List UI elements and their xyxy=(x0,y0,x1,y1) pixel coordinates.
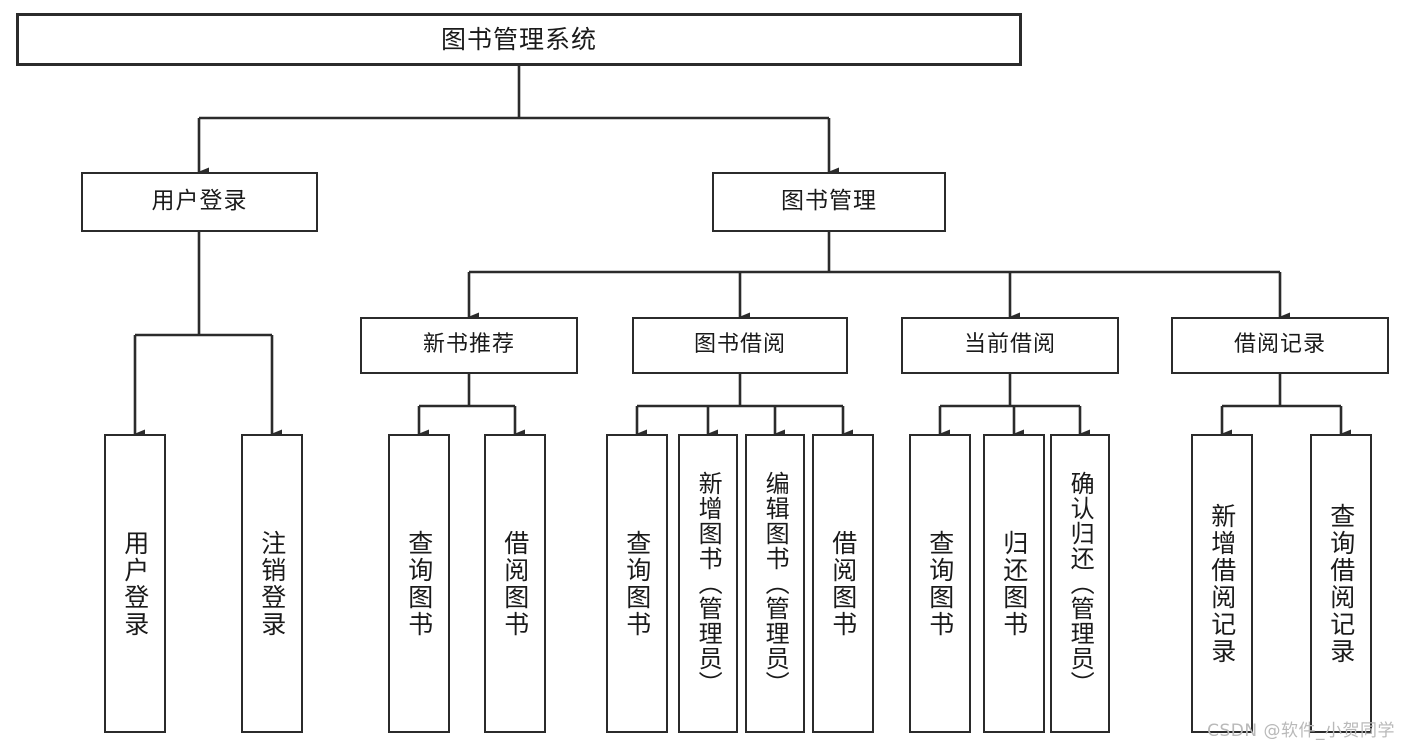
node-label: 新增借阅记录 xyxy=(1207,502,1237,665)
node-root[interactable]: 图书管理系统 xyxy=(16,13,1022,66)
node-label: 注销登录 xyxy=(257,529,287,638)
node-leaf-borrow-book-1[interactable]: 借阅图书 xyxy=(484,434,546,733)
node-leaf-edit-book[interactable]: 编辑图书（管理员） xyxy=(745,434,805,733)
node-label: 新书推荐 xyxy=(422,332,515,358)
node-leaf-logout[interactable]: 注销登录 xyxy=(241,434,303,733)
node-label: 查询图书 xyxy=(404,529,434,638)
node-leaf-confirm-return[interactable]: 确认归还（管理员） xyxy=(1050,434,1110,733)
node-label: 图书管理 xyxy=(781,188,877,215)
node-book-borrow[interactable]: 图书借阅 xyxy=(632,317,848,374)
node-label: 图书管理系统 xyxy=(440,24,597,54)
node-label: 查询借阅记录 xyxy=(1326,502,1356,665)
node-current-borrow[interactable]: 当前借阅 xyxy=(901,317,1119,374)
node-leaf-add-book[interactable]: 新增图书（管理员） xyxy=(678,434,738,733)
node-label: 用户登录 xyxy=(151,188,248,215)
node-leaf-query-book-2[interactable]: 查询图书 xyxy=(606,434,668,733)
node-label: 归还图书 xyxy=(999,529,1029,638)
edge-group xyxy=(133,66,1351,439)
node-leaf-query-book-1[interactable]: 查询图书 xyxy=(388,434,450,733)
node-leaf-add-record[interactable]: 新增借阅记录 xyxy=(1191,434,1253,733)
node-leaf-return-book[interactable]: 归还图书 xyxy=(983,434,1045,733)
node-label: 借阅记录 xyxy=(1233,332,1326,358)
node-leaf-query-book-3[interactable]: 查询图书 xyxy=(909,434,971,733)
watermark-text: CSDN @软件_小贺同学 xyxy=(1207,721,1395,741)
node-label: 用户登录 xyxy=(120,529,150,638)
node-label: 借阅图书 xyxy=(828,529,858,638)
node-borrow-record[interactable]: 借阅记录 xyxy=(1171,317,1389,374)
node-label: 当前借阅 xyxy=(963,332,1056,358)
node-new-book-recommend[interactable]: 新书推荐 xyxy=(360,317,578,374)
node-label: 确认归还（管理员） xyxy=(1066,471,1095,696)
node-label: 查询图书 xyxy=(622,529,652,638)
node-leaf-user-login[interactable]: 用户登录 xyxy=(104,434,166,733)
node-label: 新增图书（管理员） xyxy=(694,471,723,696)
node-book-manage[interactable]: 图书管理 xyxy=(712,172,946,232)
node-label: 借阅图书 xyxy=(500,529,530,638)
node-label: 查询图书 xyxy=(925,529,955,638)
node-label: 编辑图书（管理员） xyxy=(761,471,790,696)
node-leaf-query-record[interactable]: 查询借阅记录 xyxy=(1310,434,1372,733)
node-leaf-borrow-book-2[interactable]: 借阅图书 xyxy=(812,434,874,733)
node-user-login[interactable]: 用户登录 xyxy=(81,172,318,232)
node-label: 图书借阅 xyxy=(693,332,786,358)
